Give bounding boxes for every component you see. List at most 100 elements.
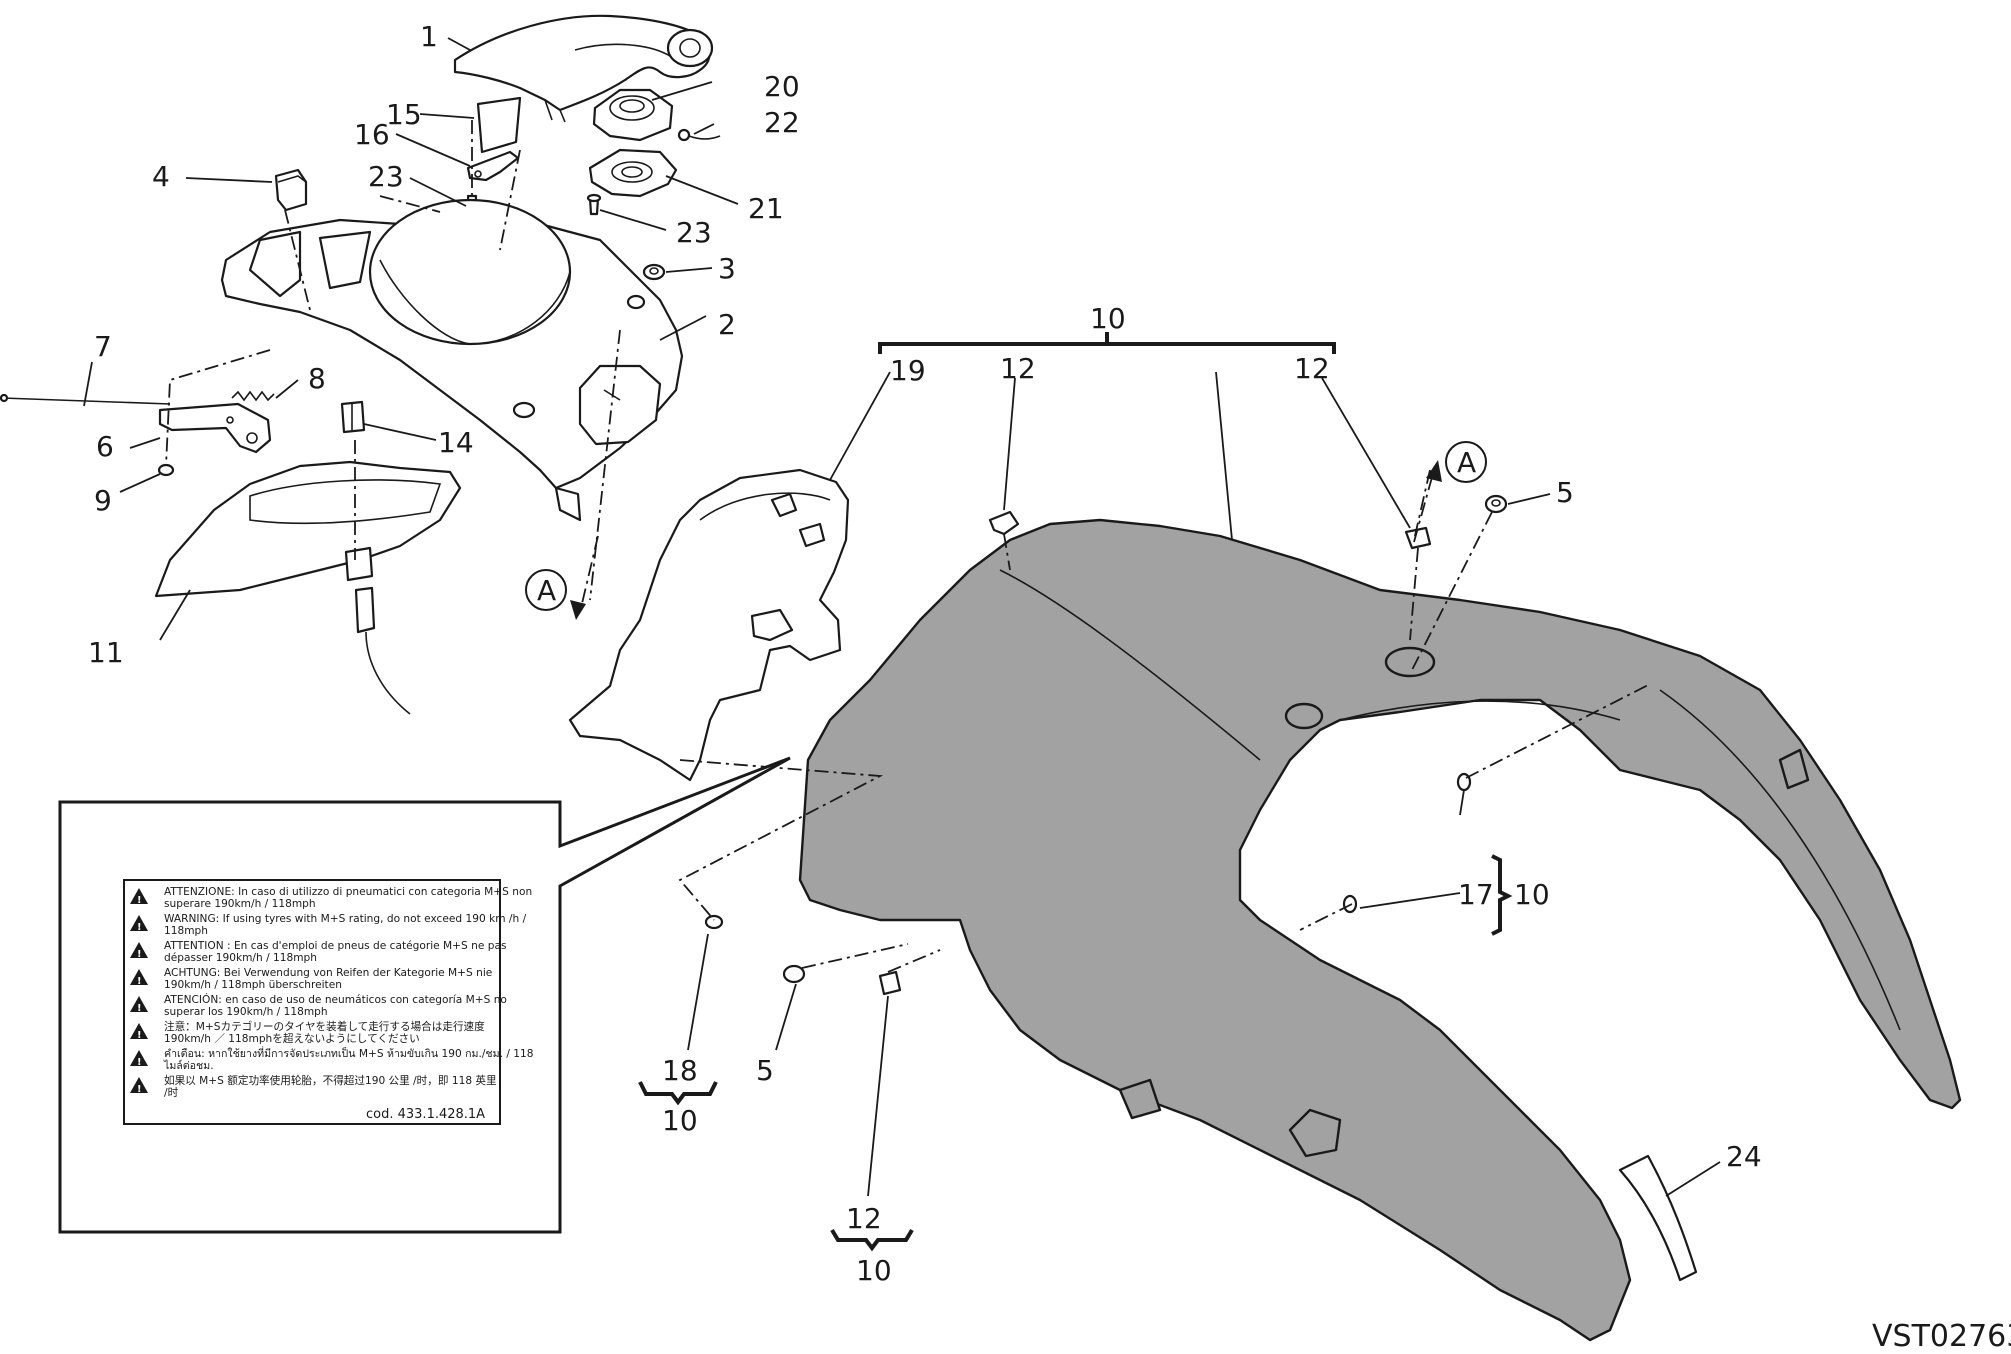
warning-exclamation-icon: ! [137,1057,142,1068]
part-16-bracket [466,150,520,182]
callout-12b: 12 [1294,352,1330,385]
warning-triangle-icon [130,996,148,1012]
warning-triangle-icon [130,915,148,931]
warning-text-line: ไมล์ต่อชม. [163,1059,214,1072]
part-24-strip [1618,1154,1698,1282]
part-11-lower-tray [154,460,462,715]
warning-sticker-text: ! ATTENZIONE: In caso di utilizzo di pneu… [130,886,534,1122]
callout-23a: 23 [368,160,404,193]
warning-text-line: dépasser 190km/h / 118mph [164,952,317,964]
callout-16: 16 [354,118,390,151]
reference-circle-a2: A [1445,441,1487,483]
part-4-cap [274,168,308,212]
callout-10b: 10 [1514,878,1550,911]
callout-23b: 23 [676,216,712,249]
warning-text-line: 118mph [164,925,208,937]
warning-text-line: 注意：M+Sカテゴリーのタイヤを装着して走行する場合は走行速度 [164,1020,485,1033]
part-7-rod [0,393,171,405]
callout-21: 21 [748,192,784,225]
part-5-screw-b [782,964,806,984]
part-2-tank-cover [220,198,684,522]
callout-12c: 12 [846,1202,882,1235]
part-19-side-panel [568,468,850,782]
warning-exclamation-icon: ! [137,976,142,987]
callout-12a: 12 [1000,352,1036,385]
warning-text-line: ATTENTION : En cas d'emploi de pneus de … [164,940,506,952]
callout-11: 11 [88,636,124,669]
warning-triangle-icon [130,1050,148,1066]
warning-triangle-icon [130,1077,148,1093]
warning-exclamation-icon: ! [137,1003,142,1014]
warning-exclamation-icon: ! [137,895,142,906]
bracket-12 [830,1228,914,1252]
warning-text-line: superar los 190km/h / 118mph [164,1006,328,1018]
callout-10d: 10 [856,1254,892,1287]
part-9-screw [157,463,175,477]
svg-text:A: A [1457,446,1476,479]
part-5-screw-a [1484,494,1508,514]
callout-20: 20 [764,70,800,103]
part-3-screw [642,263,666,281]
warning-sticker [123,879,501,1125]
part-10-main-fairing [798,518,1962,1342]
warning-label-code: cod. 433.1.428.1A [366,1107,485,1122]
callout-5b: 5 [756,1054,774,1087]
callout-10a: 10 [1090,302,1126,335]
part-6-latch-lever [158,402,272,454]
callout-6: 6 [96,430,114,463]
callout-15: 15 [386,98,422,131]
warning-text-line: ATENCIÓN: en caso de uso de neumáticos c… [164,993,507,1006]
callout-14: 14 [438,426,474,459]
reference-arrow-a2 [1413,460,1442,543]
warning-triangle-icon [130,1023,148,1039]
part-18-screw [704,914,724,930]
reference-circle-a1: A [525,569,567,611]
part-22-wire [677,128,721,142]
warning-exclamation-icon: ! [137,1084,142,1095]
warning-exclamation-icon: ! [137,922,142,933]
warning-triangle-icon [130,888,148,904]
warning-text-line: superare 190km/h / 118mph [164,898,316,910]
warning-text-line: ACHTUNG: Bei Verwendung von Reifen der K… [164,967,492,979]
callout-4: 4 [152,160,170,193]
callout-1: 1 [420,20,438,53]
part-12-clip-a [988,510,1020,536]
bracket-10-top [878,332,1336,354]
warning-row: ! ATTENTION : En cas d'emploi de pneus de… [130,940,506,964]
warning-text-line: 190km/h ／ 118mphを超えないようにしてください [164,1032,420,1045]
callout-19: 19 [890,354,926,387]
warning-text-line: 如果以 M+S 额定功率使用轮胎，不得超过190 公里 /时，即 118 英里 [164,1074,497,1087]
warning-triangle-icon [130,942,148,958]
svg-text:A: A [537,574,556,607]
warning-triangle-icon [130,969,148,985]
part-20-switch-housing [592,88,674,142]
warning-text-line: 190km/h / 118mph überschreiten [164,979,342,991]
callout-10c: 10 [662,1104,698,1137]
warning-exclamation-icon: ! [137,949,142,960]
callout-24: 24 [1726,1140,1762,1173]
warning-exclamation-icon: ! [137,1030,142,1041]
warning-text-line: WARNING: If using tyres with M+S rating,… [164,913,527,925]
warning-row: !คำเตือน: หากใช้ยางที่มีการจัดประเภทเป็น… [130,1046,534,1072]
callout-9: 9 [94,484,112,517]
warning-row: ! 如果以 M+S 额定功率使用轮胎，不得超过190 公里 /时，即 118 英里… [130,1074,497,1099]
bracket-18 [638,1081,718,1106]
part-21-mount-plate [588,148,678,198]
callout-17: 17 [1458,878,1494,911]
callout-18: 18 [662,1054,698,1087]
callout-2: 2 [718,308,736,341]
leader-lines [83,37,1721,1197]
warning-row: ! ATENCIÓN: en caso de uso de neumáticos … [130,993,507,1018]
part-8-spring [231,390,275,402]
part-23-screw-b [586,193,602,216]
detail-box-label-13 [58,756,791,1234]
warning-row: ! WARNING: If using tyres with M+S rating… [130,913,527,937]
assembly-lines [165,120,1651,973]
bracket-10-right [1491,854,1513,936]
callout-5a: 5 [1556,476,1574,509]
warning-text-line: ATTENZIONE: In caso di utilizzo di pneum… [164,886,532,898]
callout-labels: 1 2 3 4 5 5 6 7 8 9 10 10 10 10 11 12 12… [88,20,1762,1287]
warning-row: ! ATTENZIONE: In caso di utilizzo di pneu… [130,886,532,910]
warning-row: ! 注意：M+Sカテゴリーのタイヤを装着して走行する場合は走行速度190km/h … [130,1020,485,1045]
part-15-insert [476,96,522,154]
